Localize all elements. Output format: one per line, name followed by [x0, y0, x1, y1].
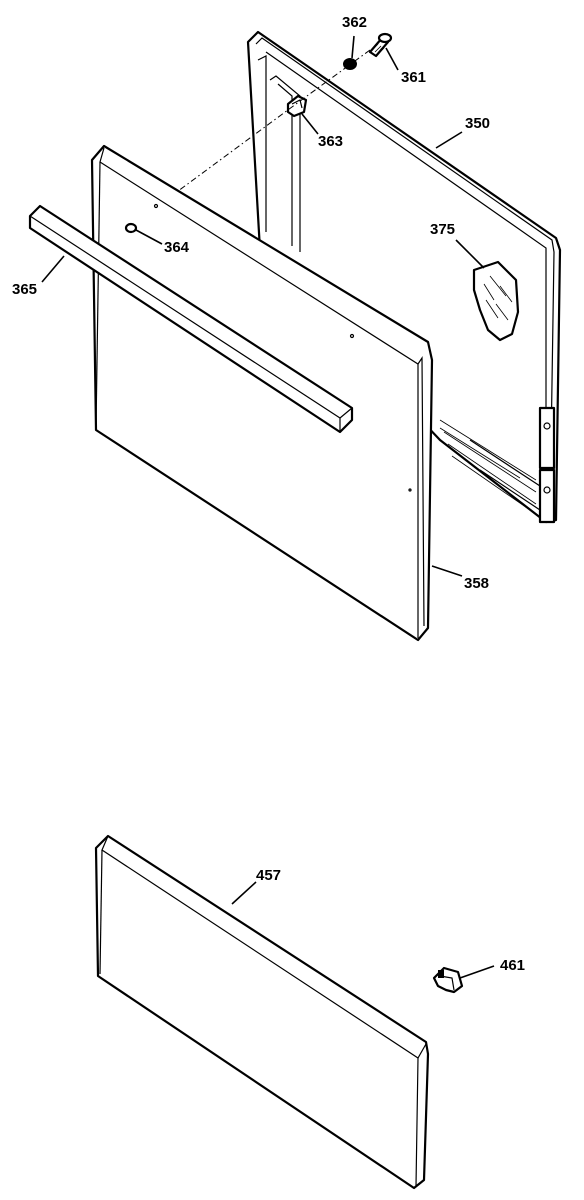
assembly-centerline — [127, 49, 371, 229]
label-365: 365 — [12, 281, 37, 298]
label-358: 358 — [464, 575, 489, 592]
label-350: 350 — [465, 115, 490, 132]
door-inner-panel-350 — [246, 30, 562, 524]
drawer-panel-457 — [94, 834, 430, 1190]
label-361: 361 — [401, 69, 426, 86]
drawer-clip-461 — [432, 966, 464, 994]
handle-screw-364 — [124, 222, 138, 234]
insulation-block-375 — [472, 260, 520, 342]
label-362: 362 — [342, 14, 367, 31]
label-461: 461 — [500, 957, 525, 974]
handle-bar-365 — [28, 204, 354, 434]
leader-lines — [41, 35, 495, 979]
clip-363 — [286, 94, 308, 118]
label-364: 364 — [164, 239, 190, 256]
label-375: 375 — [430, 221, 455, 238]
label-457: 457 — [256, 867, 281, 884]
label-363: 363 — [318, 133, 343, 150]
screw-361 — [368, 32, 393, 58]
door-outer-panel-358 — [90, 144, 434, 642]
